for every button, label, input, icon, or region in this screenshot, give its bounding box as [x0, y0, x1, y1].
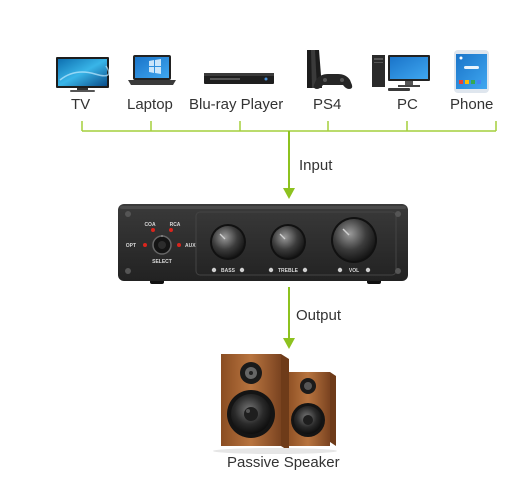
passive-speaker-icon: [213, 354, 337, 454]
device-label-phone: Phone: [450, 96, 494, 113]
speaker-left: [221, 354, 289, 451]
amplifier-body: [118, 204, 408, 281]
selector-label-aux: AUX: [185, 243, 196, 249]
smartphone-icon: [454, 50, 489, 93]
selector-label-coa: COA: [144, 222, 156, 228]
laptop-icon: [128, 55, 176, 85]
screw-bottom-right: [395, 268, 401, 274]
indicator-rca: [169, 228, 173, 232]
output-arrow: [283, 287, 295, 349]
selector-label-rca: RCA: [170, 222, 181, 228]
screw-top-right: [395, 211, 401, 217]
output-label: Output: [296, 307, 342, 324]
speaker-label: Passive Speaker: [227, 454, 340, 471]
bluray-player-icon: [204, 73, 274, 84]
volume-knob: VOL: [331, 217, 377, 274]
screw-top-left: [125, 211, 131, 217]
treble-label: TREBLE: [278, 268, 299, 274]
indicator-coa: [151, 228, 155, 232]
input-selector: OPT COA RCA AUX SELECT: [126, 222, 197, 265]
device-label-ps4: PS4: [313, 96, 342, 113]
ps4-console-icon: [307, 50, 353, 89]
input-connector-bracket: [81, 121, 497, 132]
tv-icon: [56, 57, 110, 92]
device-label-bluray-player: Blu-ray Player: [189, 96, 284, 113]
indicator-opt: [143, 243, 147, 247]
desktop-pc-icon: [372, 55, 430, 91]
device-label-pc: PC: [397, 96, 418, 113]
device-label-laptop: Laptop: [127, 96, 173, 113]
volume-label: VOL: [349, 268, 359, 274]
treble-knob: TREBLE: [268, 224, 308, 274]
input-arrow: [283, 131, 295, 199]
bass-label: BASS: [221, 268, 236, 274]
device-label-tv: TV: [71, 96, 91, 113]
bass-knob: BASS: [210, 224, 246, 274]
speaker-right: [286, 372, 336, 446]
selector-label-select: SELECT: [152, 259, 172, 265]
amplifier-unit: OPT COA RCA AUX SELECT BASS: [118, 204, 408, 284]
selector-label-opt: OPT: [126, 243, 136, 249]
screw-bottom-left: [125, 268, 131, 274]
input-label: Input: [299, 157, 333, 174]
indicator-aux: [177, 243, 181, 247]
